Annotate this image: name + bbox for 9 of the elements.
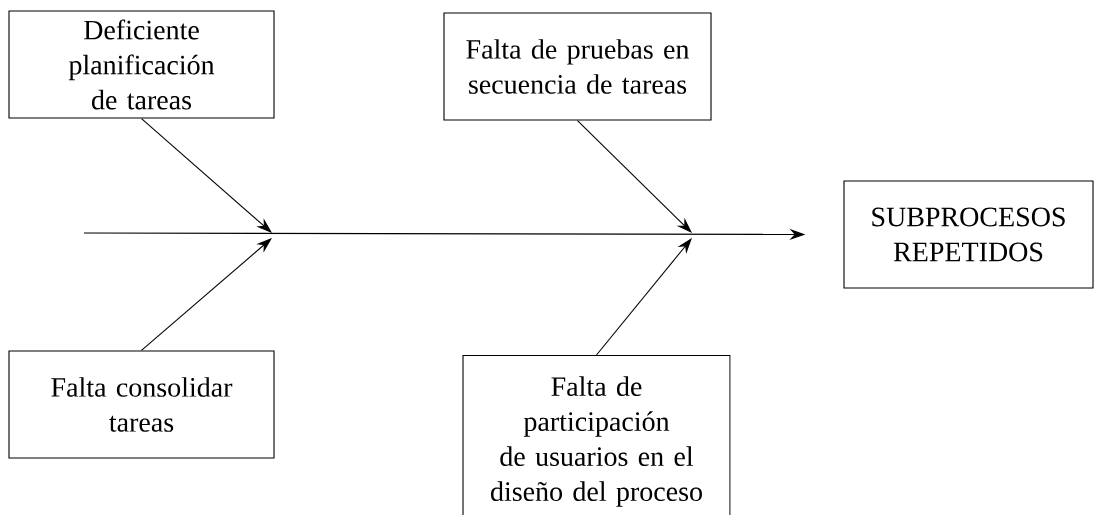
arrow [140, 238, 272, 351]
arrow [140, 118, 272, 233]
cause-box: SUBPROCESOS REPETIDOS [843, 180, 1094, 289]
arrow [576, 120, 692, 233]
cause-box: Falta consolidar tareas [8, 350, 275, 459]
cause-box: Deficiente planificación de tareas [8, 10, 275, 119]
arrow [595, 238, 692, 356]
cause-box: Falta de pruebas en secuencia de tareas [443, 12, 712, 121]
cause-box: Falta de participación de usuarios en el diseño del proceso [462, 355, 731, 515]
